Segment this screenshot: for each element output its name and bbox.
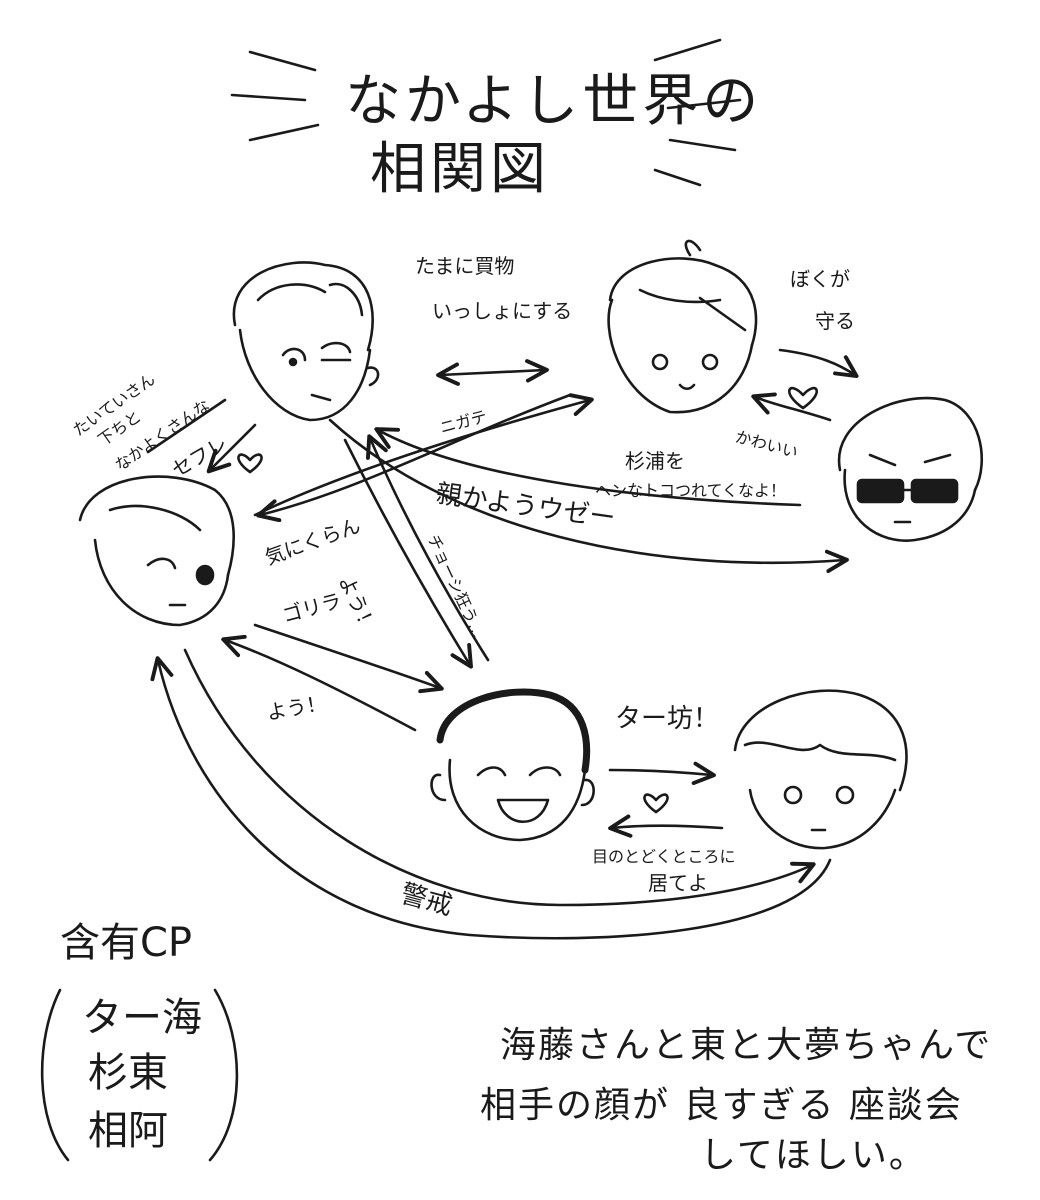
- heart-icon: [643, 793, 669, 814]
- cp-item-3: 相阿: [88, 1108, 168, 1154]
- face-left: [78, 475, 235, 627]
- heart-icon: [788, 387, 818, 410]
- face-top-right: [607, 239, 758, 414]
- face-right: [837, 396, 983, 542]
- title-line-1: なかよし世界の: [345, 69, 763, 134]
- label-tabou: ター坊！: [615, 704, 720, 734]
- note-line-2: 相手の顔が 良すぎる 座談会: [480, 1085, 963, 1126]
- note-line-1: 海藤さんと東と大夢ちゃんで: [500, 1025, 993, 1066]
- title-line-2: 相関図: [370, 137, 550, 202]
- label-sugiura-2: ヘンなトコつれてくなよ！: [595, 481, 787, 500]
- cp-item-1: ター海: [82, 995, 202, 1041]
- label-kaimono-1: たまに買物: [415, 254, 515, 278]
- label-bokuga-2: 守る: [815, 309, 855, 333]
- label-menotodoku-1: 目のとどくところに: [592, 847, 736, 866]
- label-sugiura-1: 杉浦を: [625, 449, 685, 473]
- face-top-left: [232, 261, 380, 422]
- relationship-arrows: [146, 348, 859, 940]
- cp-box-brackets: [40, 988, 239, 1162]
- cp-item-2: 杉東: [88, 1050, 168, 1096]
- label-bokuga-1: ぼくが: [790, 267, 850, 291]
- face-bottom-center: [430, 688, 595, 842]
- cp-heading: 含有CP: [60, 920, 193, 966]
- face-bottom-right: [733, 689, 908, 850]
- label-menotodoku-2: 居てよ: [648, 871, 708, 895]
- title-emphasis-lines: [230, 38, 742, 187]
- heart-icon: [237, 453, 263, 474]
- note-line-3: してほしい。: [700, 1135, 927, 1176]
- label-kaimono-2: いっしょにする: [432, 299, 573, 323]
